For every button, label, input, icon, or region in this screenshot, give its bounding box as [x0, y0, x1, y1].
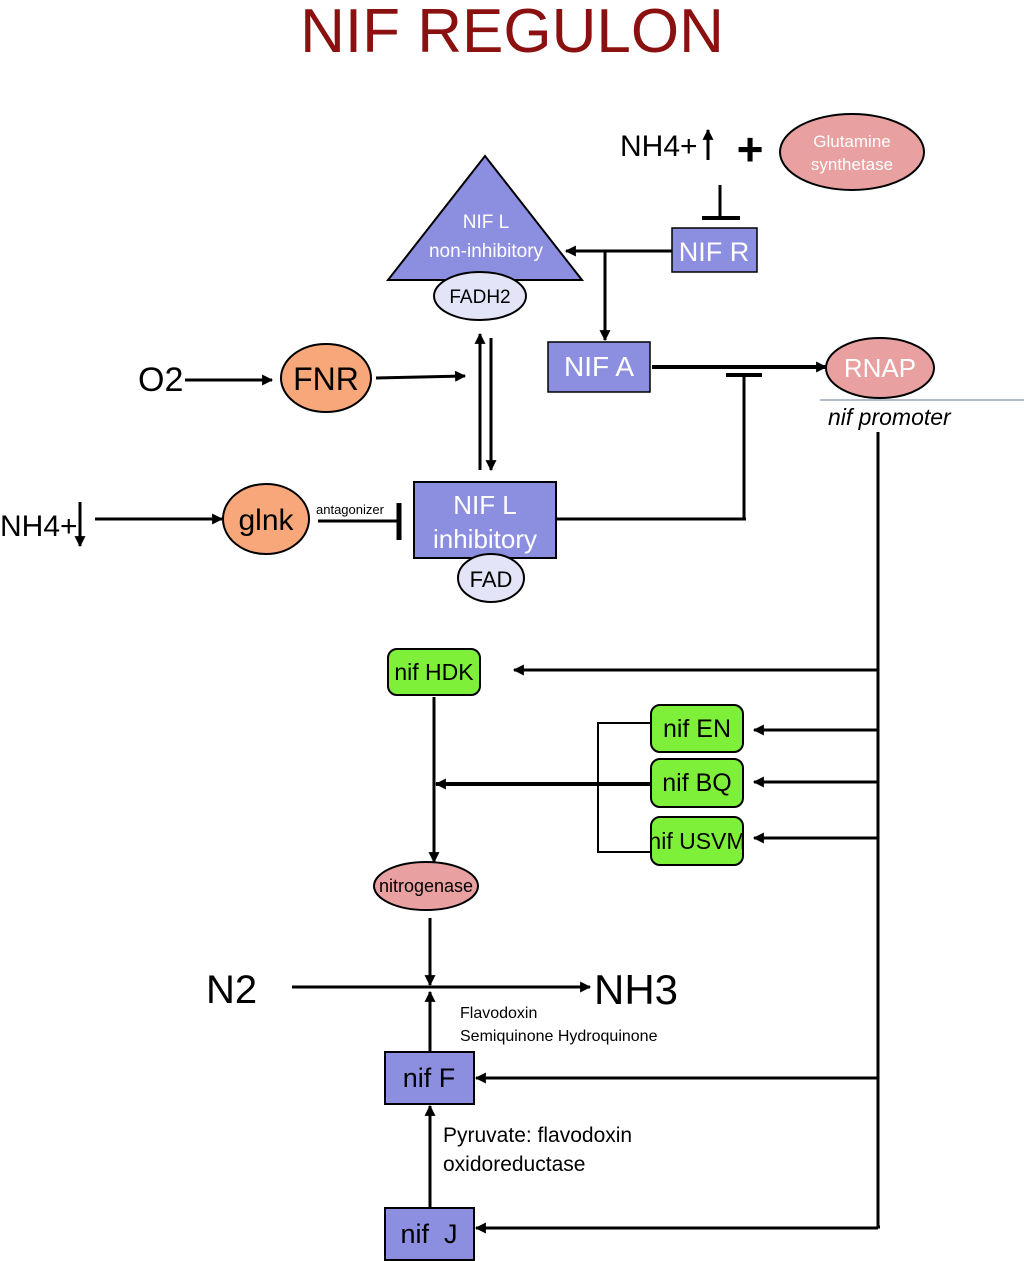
fadh2-cofactor: [433, 271, 527, 321]
o2-label: O2: [138, 361, 183, 399]
nif-j-box: [384, 1207, 475, 1261]
nifl-noninhibitory-label-2: non-inhibitory: [429, 241, 544, 262]
n2-label: N2: [206, 968, 257, 1012]
nif-f-label: nif F: [403, 1063, 456, 1093]
fnr-node: [280, 343, 372, 413]
nifr-box: [671, 227, 758, 273]
plus-sign: +: [737, 123, 764, 175]
nif-hdk-box: [387, 648, 481, 696]
nif-hdk-label: nif HDK: [394, 659, 474, 685]
nif-promoter-label: nif promoter: [828, 404, 952, 430]
fadh2-label: FADH2: [449, 287, 510, 308]
fad-label: FAD: [470, 567, 513, 592]
flavodoxin-label-1: Flavodoxin: [460, 1005, 537, 1022]
fnr-to-nifl-arrow: [375, 370, 467, 382]
glutamine-label: Glutamine: [813, 132, 890, 151]
nitrogenase-node: [373, 861, 479, 911]
glnk-node: [222, 483, 310, 555]
nif-bq-label: nif BQ: [662, 769, 731, 797]
antagonizer-label: antagonizer: [316, 502, 385, 517]
glnk-label: glnk: [238, 504, 294, 537]
nifr-label: NIF R: [679, 237, 750, 267]
flavodoxin-label-2: Semiquinone Hydroquinone: [460, 1028, 658, 1045]
nif-f-box: [384, 1051, 475, 1105]
nitrogenase-label: nitrogenase: [379, 876, 473, 896]
nif-j-label: nif J: [400, 1219, 457, 1249]
nh4-label-bottom: NH4+: [0, 510, 78, 543]
nif-usvm-box: [650, 816, 744, 866]
pyruvate-label-1: Pyruvate: flavodoxin: [443, 1124, 632, 1147]
nh3-label: NH3: [594, 966, 678, 1013]
nifl-inhibitory-label-1: NIF L: [453, 490, 517, 520]
gene-cluster-bracket: [597, 722, 651, 853]
fnr-label: FNR: [293, 361, 359, 397]
nifa-label: NIF A: [564, 351, 634, 382]
nifl-inhibitory-label-2: inhibitory: [433, 524, 537, 554]
synthetase-label: synthetase: [811, 155, 893, 174]
diagram-title: NIF REGULON: [300, 0, 724, 66]
rnap-node: [825, 337, 935, 399]
rnap-label: RNAP: [844, 353, 916, 383]
nifa-box: [547, 341, 651, 393]
nifl-noninhibitory-label-1: NIF L: [463, 212, 509, 233]
nif-en-box: [650, 704, 744, 753]
fad-cofactor: [457, 553, 525, 603]
nh4-label-top: NH4+: [620, 130, 698, 163]
glutamine-synthetase-node: [779, 113, 925, 191]
nif-usvm-label: nif USVM: [648, 828, 745, 854]
pyruvate-label-2: oxidoreductase: [443, 1153, 585, 1176]
nif-en-label: nif EN: [663, 715, 731, 743]
